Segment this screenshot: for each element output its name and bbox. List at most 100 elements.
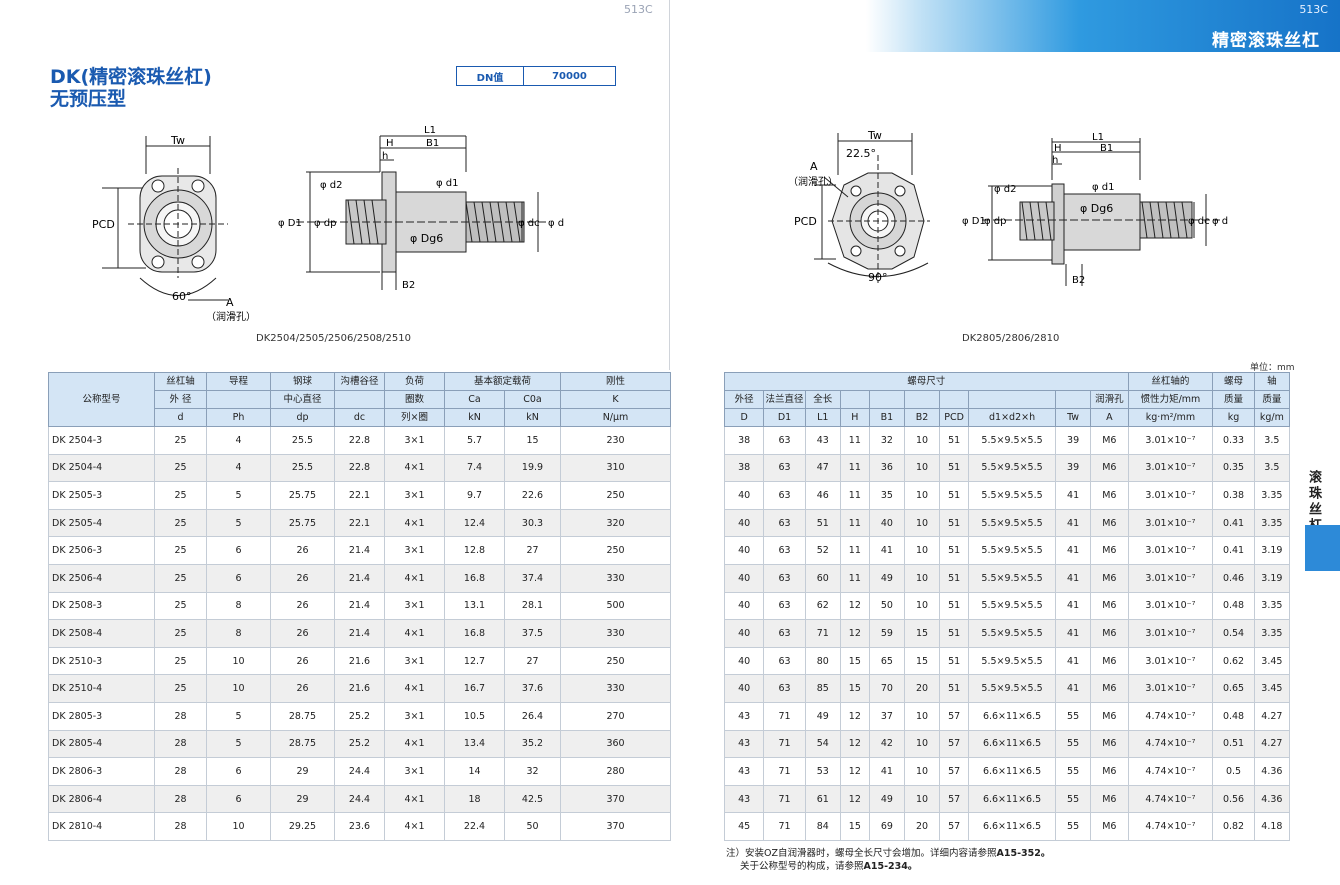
- table-cell: 6.6×11×6.5: [968, 702, 1056, 731]
- table-cell: 250: [560, 536, 672, 565]
- main-title-line1: DK(精密滚珠丝杠): [50, 66, 212, 88]
- table-cell: 42.5: [503, 785, 562, 814]
- table-cell: 51: [939, 426, 970, 455]
- table-cell: 41: [1054, 481, 1092, 510]
- fig1-b1-label: B1: [426, 138, 439, 149]
- table-cell: 13.1: [444, 592, 505, 621]
- model-cell: DK 2506-3: [48, 536, 155, 565]
- fig2-hh-label: h: [1052, 155, 1058, 166]
- fig2-pcd-label: PCD: [794, 215, 817, 228]
- table-cell: 32: [868, 426, 905, 455]
- table-cell: 11: [839, 536, 870, 565]
- note-1-ref[interactable]: A15-352。: [996, 848, 1051, 859]
- table-cell: 43: [804, 426, 841, 455]
- table-cell: 51: [939, 509, 970, 538]
- table-cell: 61: [804, 785, 841, 814]
- note-2-ref[interactable]: A15-234。: [863, 861, 918, 872]
- table-cell: 370: [560, 812, 672, 841]
- table-cell: 25: [154, 481, 207, 510]
- table-cell: 57: [939, 730, 970, 759]
- table-cell: 3×1: [384, 647, 445, 676]
- table-cell: 15: [903, 619, 941, 648]
- table-cell: 320: [560, 509, 672, 538]
- table-cell: 3.35: [1253, 592, 1291, 621]
- col-load: 负荷: [384, 372, 445, 391]
- table-cell: 21.6: [334, 647, 385, 676]
- table-cell: 3.35: [1253, 509, 1291, 538]
- left-header-row-3: d Ph dp dc 列×圈 kN kN N/μm: [49, 408, 672, 427]
- side-tab-label: 滚珠丝杠: [1306, 470, 1321, 534]
- dn-value: 70000: [552, 70, 587, 82]
- table-cell: 26: [270, 647, 335, 676]
- table-cell: 4.18: [1253, 812, 1291, 841]
- table-cell: 20: [903, 674, 941, 703]
- model-cell: DK 2505-3: [48, 481, 155, 510]
- table-cell: 27: [503, 536, 562, 565]
- table-cell: 5.5×9.5×5.5: [968, 509, 1056, 538]
- nut-head2-1: 法兰直径: [763, 390, 806, 409]
- table-cell: 3.35: [1253, 481, 1291, 510]
- table-cell: 10: [903, 702, 941, 731]
- table-cell: 4×1: [384, 454, 445, 483]
- table-cell: 3×1: [384, 702, 445, 731]
- fig1-b2-label: B2: [402, 280, 415, 291]
- table-cell: 29: [270, 757, 335, 786]
- unit-d: d: [154, 408, 207, 427]
- table-cell: 41: [1054, 647, 1092, 676]
- fig1-d2-label: φ d2: [320, 180, 343, 191]
- model-cell: DK 2508-4: [48, 619, 155, 648]
- nut-head2-5: [903, 390, 941, 409]
- table-cell: 38: [723, 454, 765, 483]
- table-cell: 3.01×10⁻⁷: [1127, 454, 1214, 483]
- table-cell: 10: [903, 454, 941, 483]
- table-cell: 22.1: [334, 481, 385, 510]
- fig1-l1-label: L1: [424, 125, 436, 136]
- table-cell: 26: [270, 592, 335, 621]
- table-cell: 26: [270, 564, 335, 593]
- table-cell: 12.8: [444, 536, 505, 565]
- table-cell: 5: [206, 481, 271, 510]
- fig2-a-label: A: [810, 160, 818, 173]
- note-2: 关于公称型号的构成，请参照A15-234。: [726, 860, 1050, 873]
- table-cell: 25: [154, 454, 207, 483]
- table-cell: 85: [804, 674, 841, 703]
- fig2-oil-hole-label: （润滑孔）: [788, 175, 838, 188]
- col-root-dia: 沟槽谷径: [334, 372, 385, 391]
- table-cell: 5.5×9.5×5.5: [968, 454, 1056, 483]
- col-model: 公称型号: [48, 372, 155, 427]
- table-cell: 70: [868, 674, 905, 703]
- nut-head3-5: B2: [903, 408, 941, 427]
- table-cell: 40: [723, 481, 765, 510]
- table-cell: 25.2: [334, 730, 385, 759]
- table-cell: 360: [560, 730, 672, 759]
- unit-ca: kN: [444, 408, 505, 427]
- left-header-row-1: 公称型号 丝杠轴 导程 钢球 沟槽谷径 负荷 基本额定载荷 刚性: [48, 372, 672, 427]
- table-cell: 4: [206, 426, 271, 455]
- table-cell: 3.01×10⁻⁷: [1127, 592, 1214, 621]
- table-cell: 3.01×10⁻⁷: [1127, 674, 1214, 703]
- right-header-row-1: 螺母尺寸 丝杠轴的 螺母 轴: [724, 372, 1291, 391]
- col-c0a: C0a: [503, 390, 562, 409]
- table-cell: 0.46: [1212, 564, 1255, 593]
- table-cell: 3.01×10⁻⁷: [1127, 647, 1214, 676]
- table-cell: 63: [763, 619, 806, 648]
- table-cell: 3.01×10⁻⁷: [1127, 619, 1214, 648]
- nut-head2-3: [839, 390, 870, 409]
- table-cell: 280: [560, 757, 672, 786]
- table-cell: 10: [903, 481, 941, 510]
- nut-head3-7: d1×d2×h: [968, 408, 1056, 427]
- table-cell: 51: [939, 647, 970, 676]
- table-cell: 0.48: [1212, 702, 1255, 731]
- table-cell: 11: [839, 426, 870, 455]
- col-inertia: 丝杠轴的: [1127, 372, 1214, 391]
- model-cell: DK 2806-3: [48, 757, 155, 786]
- dn-value-box: DN值 70000: [456, 66, 616, 86]
